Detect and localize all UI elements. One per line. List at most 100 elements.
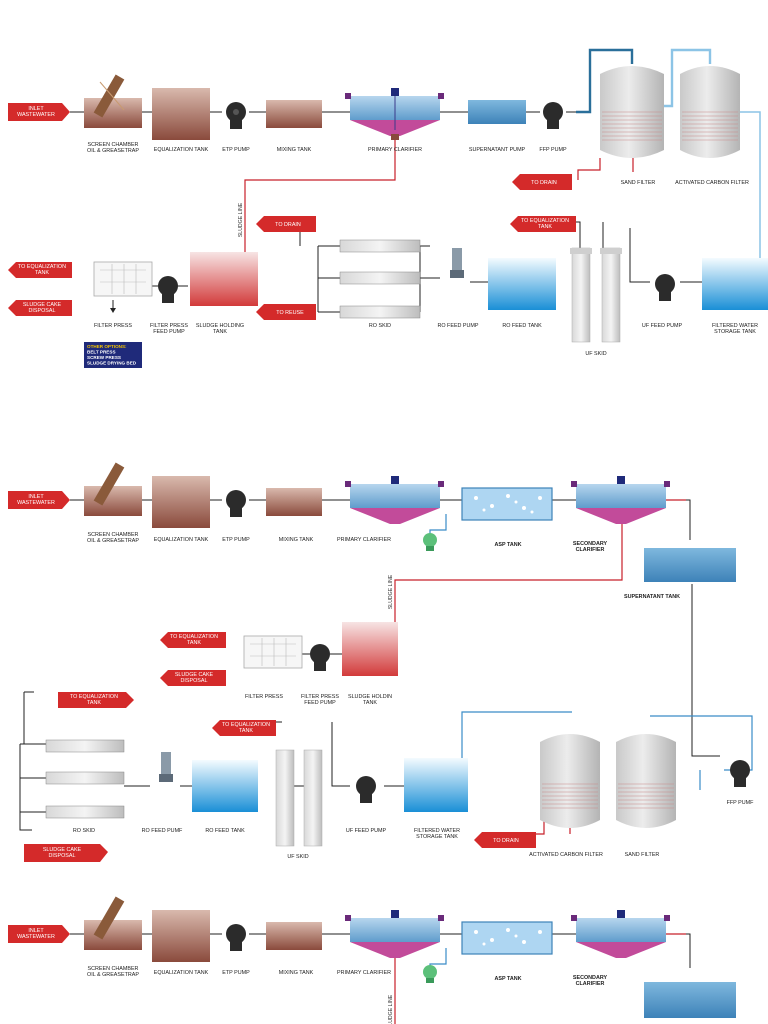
- equalization-label: EQUALIZATION TANK: [154, 147, 209, 153]
- filter-press-label: FILTER PRESS: [94, 323, 132, 329]
- uf-skid-label-2: UF SKID: [287, 854, 308, 860]
- to-reuse-tag: TO REUSE: [256, 304, 316, 320]
- ro-skid-label-2: RO SKID: [73, 828, 95, 834]
- asp-label-2: ASP TANK: [494, 542, 521, 548]
- sand-filter-label: SAND FILTER: [621, 180, 656, 186]
- acf-label: ACTIVATED CARBON FILTER: [675, 180, 749, 186]
- sand-filter: SAND FILTER: [600, 66, 664, 186]
- primary-label-2: PRIMARY CLARIFIER: [337, 537, 391, 543]
- blower-2: [423, 533, 437, 551]
- primary-clarifier-2: PRIMARY CLARIFIER: [337, 476, 444, 543]
- ro-skid-label: RO SKID: [369, 323, 391, 329]
- mixing-label: MIXING TANK: [277, 147, 312, 153]
- to-drain-tag-2: TO DRAIN: [256, 216, 316, 232]
- etp-pump-label-2: ETP PUMP: [222, 537, 250, 543]
- supernatant-tank: SUPERNATANT PUMP: [468, 100, 526, 153]
- ro-feed-pump-label-2: RO FEED PUMF: [142, 828, 183, 834]
- filter-press-2: FILTER PRESS: [243, 635, 303, 700]
- ffp-pump-label-2: FFP PUMF: [727, 800, 755, 806]
- uf-feed-pump-label-2: UF FEED PUMP: [346, 828, 387, 834]
- mixing-label-3: MIXING TANK: [279, 970, 314, 976]
- mixing-tank-3: MIXING TANK: [266, 922, 322, 976]
- ro-feed-tank-label-2: RO FEED TANK: [205, 828, 245, 834]
- mixing-tank-2: MIXING TANK: [266, 488, 322, 543]
- primary-label: PRIMARY CLARIFIER: [368, 147, 422, 153]
- ffp-pump: FFP PUMP: [539, 102, 567, 153]
- ffp-pump-label: FFP PUMP: [539, 147, 567, 153]
- equalization-label-3: EQUALIZATION TANK: [154, 970, 209, 976]
- primary-clarifier-3: PRIMARY CLARIFIER: [337, 910, 444, 976]
- activated-carbon-filter: ACTIVATED CARBON FILTER: [675, 66, 749, 186]
- supernatant-tank-3: [644, 982, 736, 1018]
- to-drain-label-1: TO DRAIN: [531, 180, 557, 186]
- uf-skid-label: UF SKID: [585, 351, 606, 357]
- equalization-tank-2: EQUALIZATION TANK: [152, 476, 210, 543]
- etp-pump-3: ETP PUMP: [222, 924, 250, 976]
- filter-press: FILTER PRESS: [93, 261, 153, 329]
- ro-feed-tank: RO FEED TANK: [488, 258, 556, 329]
- etp-pump-label-3: ETP PUMP: [222, 970, 250, 976]
- sand-filter-2: SAND FILTER: [616, 734, 676, 858]
- sludge-line-label-3: SLUDGE LINE: [388, 994, 394, 1024]
- to-drain-label-3: TO DRAIN: [493, 838, 519, 844]
- sand-filter-label-2: SAND FILTER: [625, 852, 660, 858]
- to-reuse-label: TO REUSE: [276, 310, 304, 316]
- ro-skid-2: RO SKID: [45, 739, 125, 834]
- asp-tank-3: ASP TANK: [461, 921, 553, 982]
- supernatant-tank-label-2: SUPERNATANT TANK: [624, 594, 680, 600]
- equalization-tank: EQUALIZATION TANK: [152, 88, 210, 153]
- ro-feed-pump-label: RO FEED PUMP: [437, 323, 478, 329]
- uf-skid: UF SKID: [570, 247, 622, 357]
- mixing-label-2: MIXING TANK: [279, 537, 314, 543]
- equalization-label-2: EQUALIZATION TANK: [154, 537, 209, 543]
- filter-press-label-2: FILTER PRESS: [245, 694, 283, 700]
- acf-2: ACTIVATED CARBON FILTER: [529, 734, 603, 858]
- blower-3: [423, 965, 437, 983]
- ffp-pump-2: FFP PUMF: [727, 760, 755, 806]
- mixing-tank: MIXING TANK: [266, 100, 322, 153]
